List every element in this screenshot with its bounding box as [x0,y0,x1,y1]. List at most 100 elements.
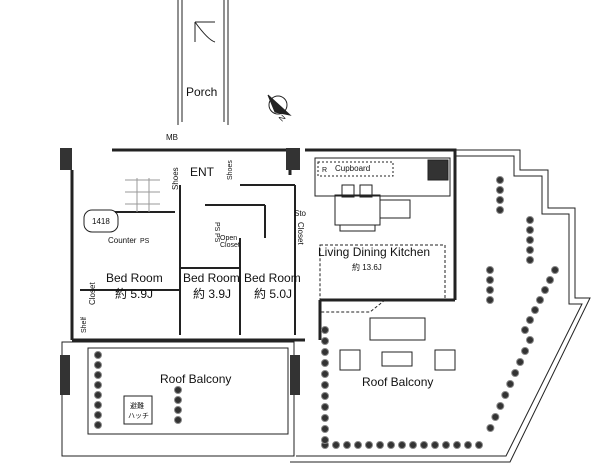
bed2-name: Bed Room [183,271,240,285]
north-label: N [277,113,288,124]
open-closet-label-2: Closet [220,242,240,249]
ldk-size: 約 13.6J [352,262,382,272]
planter-icon [521,347,530,355]
washroom-tiles [125,178,160,212]
entrance-label: ENT [190,165,215,179]
planter-icon [94,391,102,399]
planter-icon [486,286,494,294]
hatch-label-2: ハッチ [128,412,149,420]
planter-icon [551,266,559,274]
planter-icon [526,336,534,344]
planter-icon [420,441,428,449]
planter-icon [431,441,439,449]
porch-label: Porch [186,85,217,99]
planter-icon [332,441,340,449]
shoes-label: Shoes [171,167,180,190]
planter-icon [536,296,544,304]
planter-icon [174,396,182,404]
planter-icon [526,246,534,254]
bed1-size: 約 5.9J [115,286,153,301]
planter-icon [496,402,505,410]
balcony-planters [94,176,559,449]
planter-icon [174,406,182,414]
bathtub [83,209,119,233]
cupboard-dashed [317,161,394,177]
ldk-name: Living Dining Kitchen [318,245,430,259]
planter-icon [506,380,515,388]
planter-icon [516,358,525,366]
planter-icon [486,276,494,284]
planter-icon [321,370,329,378]
storage-label: Sto [294,209,307,218]
planter-icon [321,326,329,334]
planter-icon [321,392,329,400]
ldk-dashed-area [319,244,446,313]
left-balcony-outline [61,341,295,457]
interior-walls [80,184,296,335]
ps-small-label: PS [140,238,150,245]
evacuation-hatch [123,395,153,425]
armchair-right [434,349,456,371]
planter-icon [526,236,534,244]
dining-table [334,194,381,226]
planter-icon [526,216,534,224]
planter-icon [321,381,329,389]
planter-icon [321,337,329,345]
planter-icon [321,414,329,422]
planter-icon [321,348,329,356]
bed3-size: 約 5.0J [254,286,292,301]
planter-icon [496,176,504,184]
closet-left-label: Closet [88,282,97,305]
planter-icon [526,226,534,234]
planter-icon [475,441,483,449]
bed3-name: Bed Room [244,271,301,285]
planter-icon [321,425,329,433]
right-balcony-label: Roof Balcony [362,375,433,389]
planter-icon [496,206,504,214]
planter-icon [94,381,102,389]
north-arrow-icon [268,95,288,115]
cupboard-label: Cupboard [335,164,370,173]
planter-icon [365,441,373,449]
planter-icon [376,441,384,449]
shoes-small-label: Shoes [227,160,234,180]
planter-icon [486,424,495,432]
planter-icon [442,441,450,449]
planter-icon [94,371,102,379]
porch-walls [177,0,229,125]
planter-icon [409,441,417,449]
closet-right-label: Closet [296,222,305,245]
bath-size-label: 1418 [92,217,110,226]
coffee-table [381,351,413,367]
porch-door [194,21,216,43]
planter-icon [343,441,351,449]
shelf-label: Shelf [81,317,88,333]
planter-icon [398,441,406,449]
planter-icon [174,416,182,424]
planter-icon [354,441,362,449]
planter-icon [321,436,329,444]
counter-label: Counter [108,236,137,245]
planter-icon [174,386,182,394]
planter-icon [94,401,102,409]
left-balcony-label: Roof Balcony [160,372,231,386]
planter-icon [541,286,549,294]
open-closet-label-1: Open [220,235,237,242]
sofa [369,317,426,341]
planter-icon [491,413,500,421]
hatch-label-1: 避難 [130,401,144,410]
planter-icon [94,351,102,359]
bed2-size: 約 3.9J [193,286,231,301]
planter-icon [526,256,534,264]
planter-icon [511,369,520,377]
planter-icon [486,266,494,274]
planter-icon [321,403,329,411]
armchair-left [339,349,361,371]
planter-icon [321,359,329,367]
planter-icon [94,421,102,429]
planter-icon [464,441,472,449]
planter-icon [496,186,504,194]
planter-icon [526,316,534,324]
